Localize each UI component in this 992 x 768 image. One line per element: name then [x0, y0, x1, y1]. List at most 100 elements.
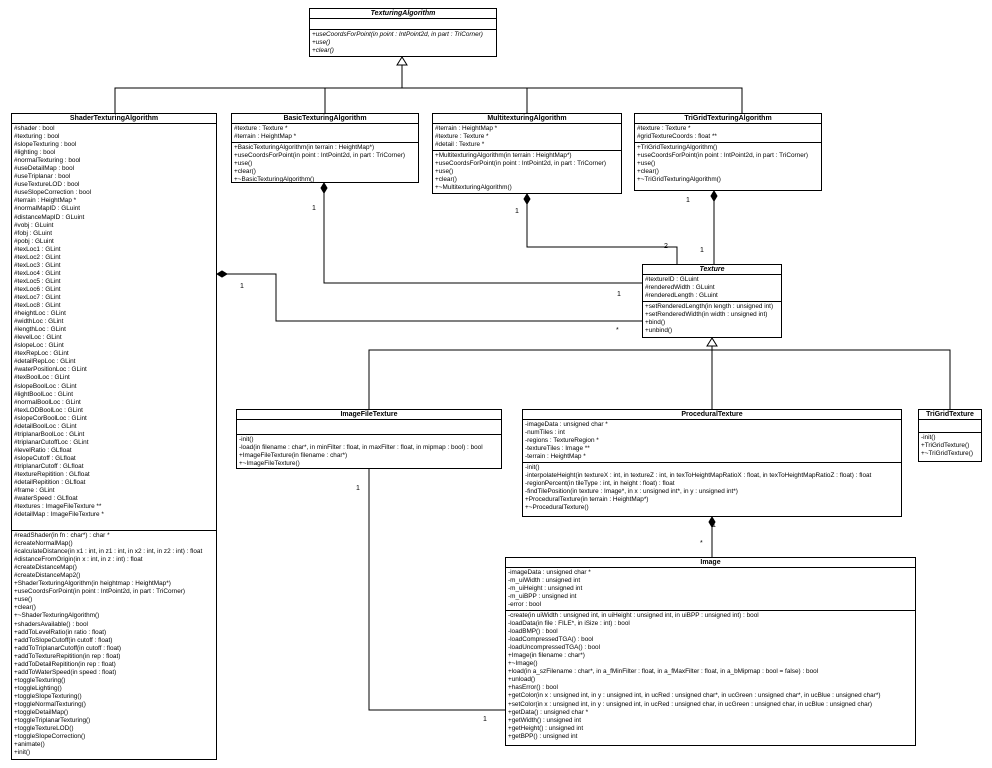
operation-item: +useCoordsForPoint(in point : IntPoint2d…	[234, 152, 406, 160]
attribute-item: #texLoc2 : GLint	[14, 253, 61, 261]
attribute-item: #textureRepitition : GLfloat	[14, 471, 90, 479]
operation-item: +clear()	[14, 604, 36, 612]
attribute-item: #texLoc1 : GLint	[14, 245, 61, 253]
operation-item: +ProceduralTexture(in terrain : HeightMa…	[525, 496, 649, 504]
operation-item: +clear()	[312, 47, 334, 55]
multiplicity-multi-end: 1	[515, 208, 519, 215]
operation-item: -init()	[525, 464, 540, 471]
attribute-item: #useDetailMap : bool	[14, 165, 75, 173]
operation-item: +ShaderTexturingAlgorithm(in heightmap :…	[14, 580, 171, 588]
operations-section: #readShader(in fn : char*) : char *#crea…	[12, 531, 216, 758]
attribute-item: #detailMap : ImageFileTexture *	[14, 511, 104, 519]
operation-item: +~TriGridTexture()	[921, 450, 973, 458]
class-procedural-texture: ProceduralTexture -imageData : unsigned …	[522, 409, 902, 517]
attribute-item: #lengthLoc : GLint	[14, 326, 66, 334]
operation-item: -findTilePosition(in texture : Image*, i…	[525, 488, 738, 496]
attribute-item: #texture : Texture *	[637, 125, 691, 132]
multiplicity-imagefile-end: 1	[356, 485, 360, 492]
attributes-section	[310, 19, 496, 30]
attribute-item: #detailRepLoc : GLint	[14, 358, 76, 366]
operation-item: +toggleLighting()	[14, 684, 62, 692]
attribute-item: #vobj : GLuint	[14, 221, 54, 229]
operation-item: +hasError() : bool	[508, 684, 558, 692]
attribute-item: #fobj : GLuint	[14, 229, 53, 237]
attribute-item: #slopeCutoff : GLfloat	[14, 454, 76, 462]
attribute-item: #distanceMapID : GLuint	[14, 213, 85, 221]
operations-section: -init()-interpolateHeight(in textureX : …	[523, 463, 901, 513]
composition-diamond-trigrid	[710, 190, 718, 202]
class-name: ProceduralTexture	[523, 410, 901, 420]
operation-item: +use()	[637, 160, 656, 168]
operation-item: #distanceFromOrigin(in x : int, in z : i…	[14, 556, 143, 564]
association-basic-texture	[323, 193, 642, 284]
class-image-file-texture: ImageFileTexture -init()-load(in filenam…	[236, 409, 502, 469]
operation-item: +use()	[312, 39, 331, 47]
attribute-item: #levelLoc : GLint	[14, 334, 62, 342]
operation-item: +clear()	[637, 168, 659, 176]
attributes-section: -imageData : unsigned char *-numTiles : …	[523, 420, 901, 463]
attribute-item: #triplanarBoolLoc : GLint	[14, 430, 85, 438]
operation-item: +use()	[234, 160, 253, 168]
attribute-item: #texturing : bool	[14, 133, 60, 141]
operation-item: +toggleTriplanarTexturing()	[14, 717, 91, 725]
multiplicity-procedural-end: 1	[712, 522, 716, 529]
operation-item: +BasicTexturingAlgorithm(in terrain : He…	[234, 144, 375, 151]
operation-item: +getWidth() : unsigned int	[508, 716, 581, 724]
operation-item: -init()	[239, 436, 254, 443]
attribute-item: #normalTexturing : bool	[14, 157, 81, 165]
operation-item: +getBPP() : unsigned int	[508, 732, 578, 740]
attribute-item: #texBoolLoc : GLint	[14, 374, 70, 382]
operation-item: +animate()	[14, 741, 45, 749]
operation-item: +~ImageFileTexture()	[239, 460, 300, 468]
attribute-item: #texture : Texture *	[435, 133, 489, 141]
attribute-item: -m_uiHeight : unsigned int	[508, 585, 583, 593]
operation-item: #createNormalMap()	[14, 540, 73, 548]
attribute-item: #detailRepitition : GLfloat	[14, 479, 86, 487]
operations-section: -init()+TriGridTexture()+~TriGridTexture…	[919, 433, 981, 459]
attribute-item: #normalMapID : GLuint	[14, 205, 81, 213]
attribute-item: #texLoc5 : GLint	[14, 277, 61, 285]
operation-item: +shadersAvailable() : bool	[14, 620, 88, 628]
operation-item: +setRenderedWidth(in width : unsigned in…	[645, 311, 768, 319]
multiplicity-texture-from-trigrid: 1	[700, 247, 704, 254]
attribute-item: #shader : bool	[14, 125, 55, 132]
operation-item: +useCoordsForPoint(in point : IntPoint2d…	[312, 31, 483, 38]
class-texture: Texture #textureID : GLuint#renderedWidt…	[642, 264, 782, 338]
operation-item: +addToSlopeCutoff(in cutoff : float)	[14, 636, 113, 644]
operation-item: -regionPercent(in tileType : int, in hei…	[525, 480, 675, 488]
operation-item: +~BasicTexturingAlgorithm()	[234, 176, 315, 184]
operations-section: -init()-load(in filename : char*, in min…	[237, 435, 501, 469]
operation-item: +unload()	[508, 676, 536, 684]
attribute-item: #pobj : GLuint	[14, 237, 54, 245]
operation-item: +addToWaterSpeed(in speed : float)	[14, 668, 117, 676]
class-name: Texture	[643, 265, 781, 275]
operation-item: +load(in a_szFilename : char*, in a_fMin…	[508, 668, 819, 676]
attributes-section: #textureID : GLuint#renderedWidth : GLui…	[643, 275, 781, 302]
operation-item: -loadCompressedTGA() : bool	[508, 636, 594, 644]
operation-item: +addToTextureRepitition(in rep : float)	[14, 652, 121, 660]
attribute-item: #texLODBoolLoc : GLint	[14, 406, 83, 414]
operation-item: +toggleSlopeTexturing()	[14, 692, 82, 700]
class-image: Image -imageData : unsigned char *-m_uiW…	[505, 557, 916, 746]
class-trigrid-texture: TriGridTexture -init()+TriGridTexture()+…	[918, 409, 982, 462]
composition-diamond-shader	[216, 270, 228, 278]
operation-item: +getData() : unsigned char *	[508, 708, 589, 716]
operations-section: -create(in uiWidth : unsigned int, in ui…	[506, 611, 915, 742]
operation-item: -loadUncompressedTGA() : bool	[508, 644, 600, 652]
operation-item: +toggleTextureLOD()	[14, 725, 74, 733]
class-shader-texturing-algorithm: ShaderTexturingAlgorithm #shader : bool#…	[11, 113, 217, 760]
composition-diamond-procedural	[708, 516, 716, 528]
operation-item: +bind()	[645, 319, 666, 327]
attribute-item: #lightBoolLoc : GLint	[14, 390, 73, 398]
attribute-item: #heightLoc : GLint	[14, 310, 66, 318]
operation-item: #readShader(in fn : char*) : char *	[14, 532, 110, 539]
multiplicity-texture-from-multi: 2	[664, 243, 668, 250]
attribute-item: #terrain : HeightMap *	[14, 197, 77, 205]
attribute-item: #texLoc6 : GLint	[14, 285, 61, 293]
attribute-item: #levelRatio : GLfloat	[14, 446, 72, 454]
operation-item: #createDistanceMap2()	[14, 572, 81, 580]
class-name: Image	[506, 558, 915, 568]
attribute-item: #widthLoc : GLint	[14, 318, 64, 326]
